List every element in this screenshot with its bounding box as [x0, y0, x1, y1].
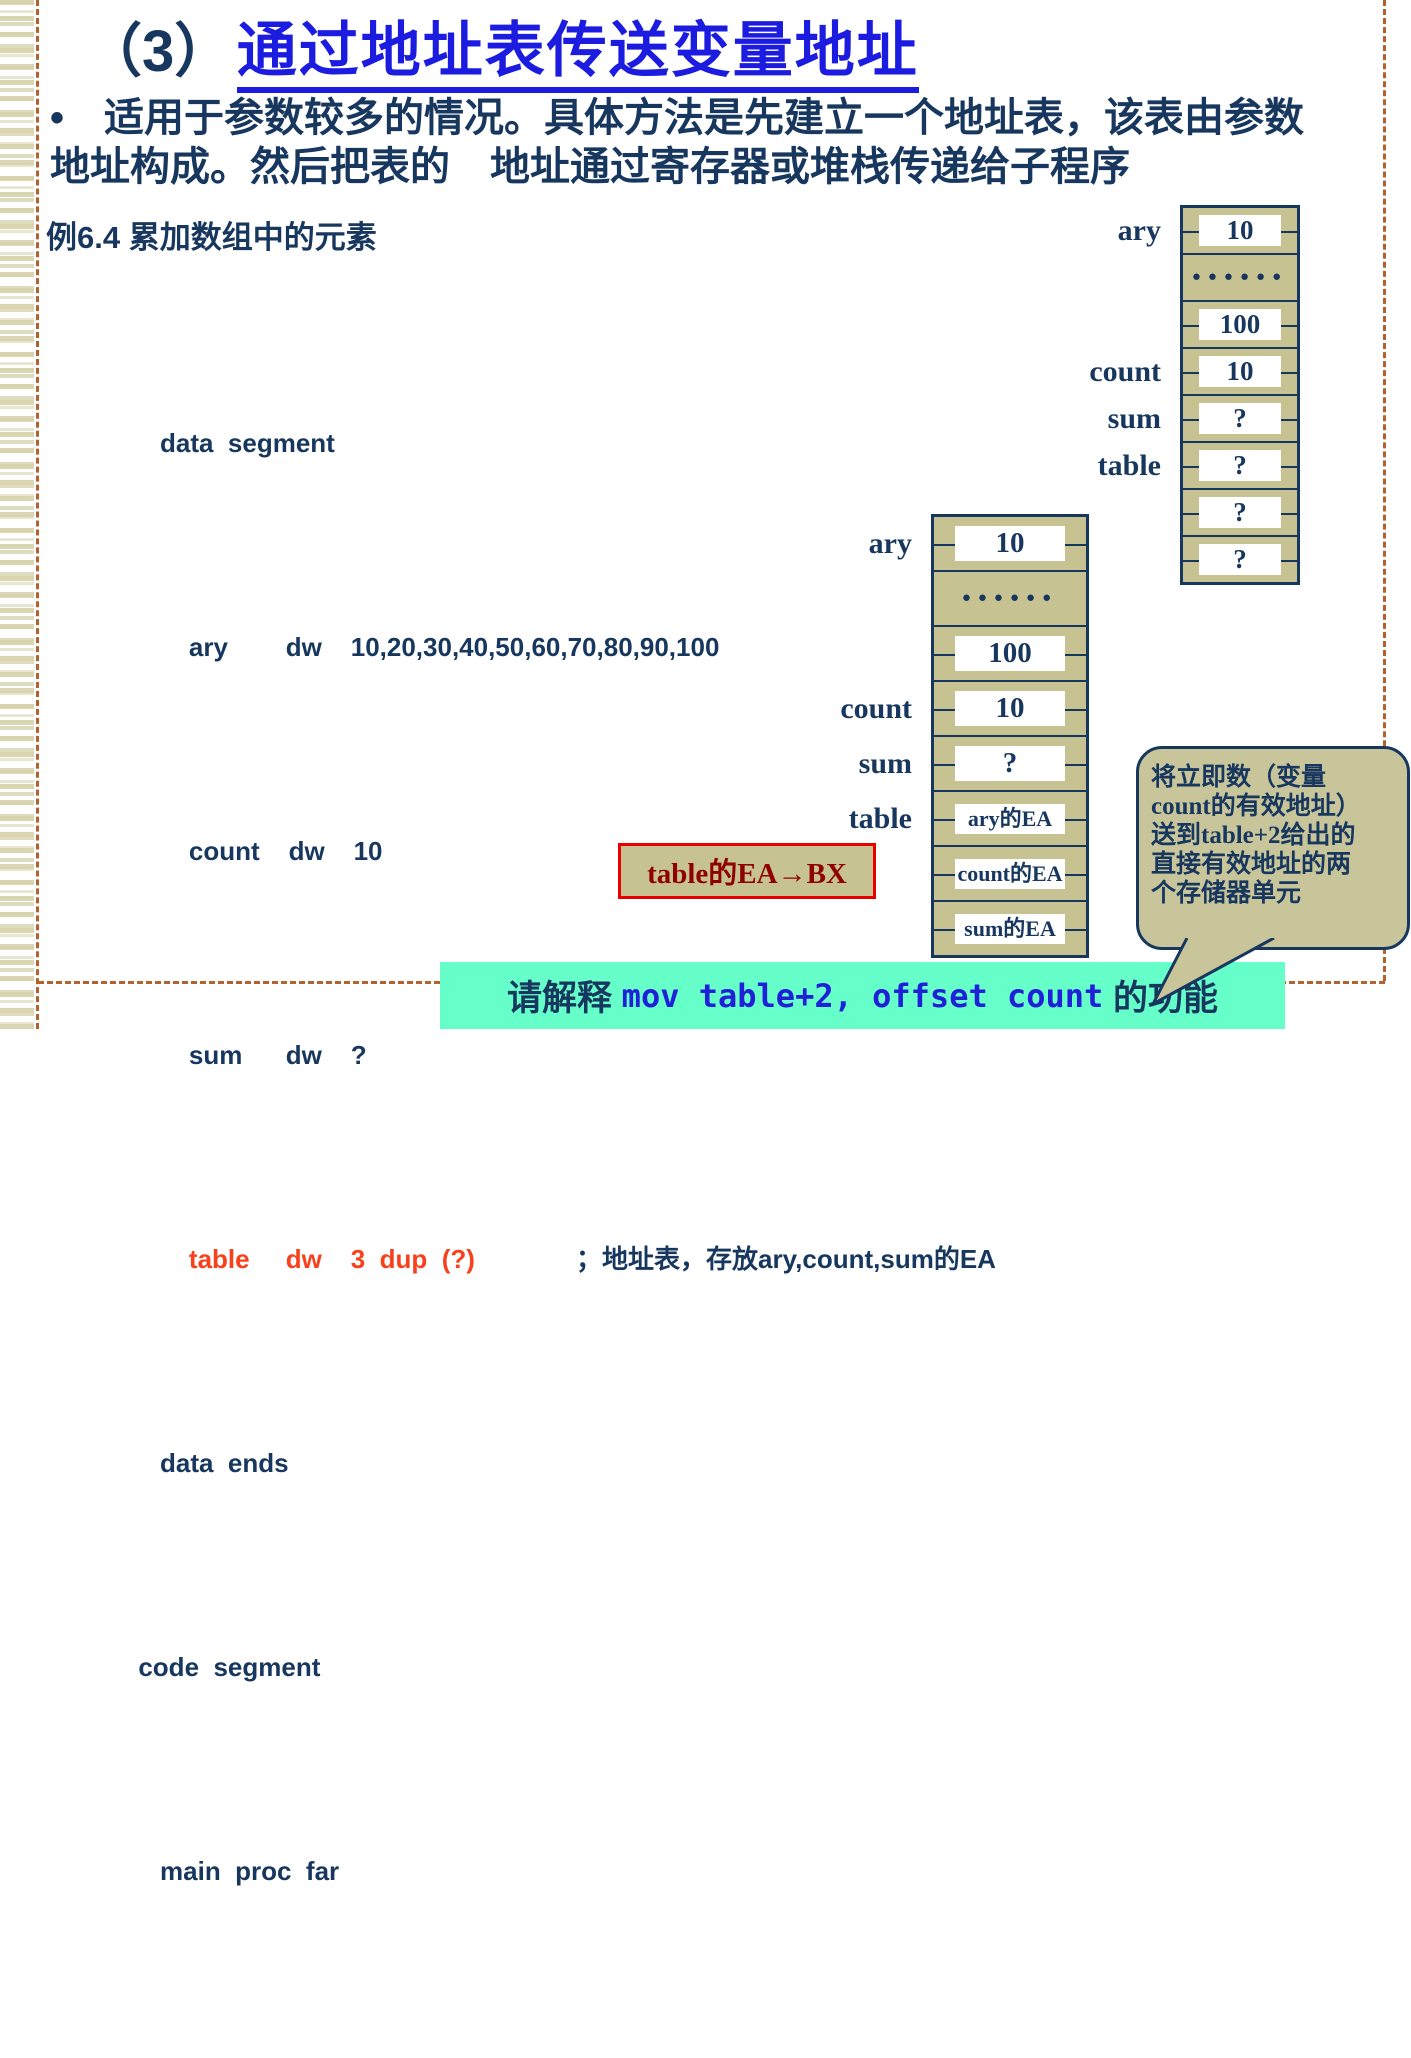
memory-cell-value: ?: [955, 746, 1065, 781]
memory-cell-value: 10: [955, 691, 1065, 726]
example-heading: 例6.4 累加数组中的元素: [46, 220, 377, 255]
memory-cell-value: ?: [1198, 403, 1282, 434]
memory-row: ?: [1183, 535, 1297, 582]
memory-cell-value: sum的EA: [955, 913, 1065, 944]
memory-row-label: table: [1097, 448, 1161, 482]
memory-cell-value: ?: [1198, 544, 1282, 575]
memory-row-label: table: [848, 801, 912, 835]
bullet-paragraph: • 适用于参数较多的情况。具体方法是先建立一个地址表，该表由参数 地址构成。然后…: [50, 94, 1395, 192]
code-segment: ary dw 10,20,30,40,50,60,70,80,90,100: [138, 632, 720, 662]
memory-row: table ?: [1098, 441, 1297, 488]
code-line: data ends: [95, 1412, 996, 1514]
code-line: table dw 3 dup (?) ；地址表，存放ary,count,sum的…: [95, 1208, 996, 1310]
memory-row: ●●●●●●: [1183, 253, 1297, 300]
code-line: main proc far: [95, 1820, 996, 1922]
memory-row-label: ary: [868, 526, 912, 560]
memory-row-label: count: [840, 691, 912, 725]
memory-row-label: ary: [1117, 213, 1161, 247]
code-segment: count dw 10: [138, 836, 383, 866]
memory-row: ary 10: [869, 517, 1086, 570]
paragraph-line: • 适用于参数较多的情况。具体方法是先建立一个地址表，该表由参数: [50, 96, 1305, 140]
memory-cell-value: ●●●●●●: [1191, 269, 1289, 285]
memory-row-label: sum: [1107, 401, 1161, 435]
code-segment: sum dw ?: [138, 1040, 367, 1070]
code-line: code segment: [95, 1616, 996, 1718]
question-prefix: 请解释: [506, 979, 622, 1018]
slide-border-left: [36, 0, 39, 1029]
memory-cell-value: 100: [1198, 309, 1282, 340]
memory-row: 100: [934, 625, 1086, 680]
memory-row: table ary的EA: [849, 790, 1086, 845]
code-line: assume cs:code, ds:data: [95, 2024, 996, 2058]
slide-border-right: [1383, 0, 1386, 981]
memory-cell-value: 10: [1198, 356, 1282, 387]
code-line: ary dw 10,20,30,40,50,60,70,80,90,100: [95, 596, 996, 698]
paragraph-line: 地址构成。然后把表的 地址通过寄存器或堆栈传递给子程序: [50, 145, 1130, 189]
code-segment: data segment: [138, 428, 335, 458]
memory-cell-value: ●●●●●●: [961, 590, 1059, 606]
memory-row: ary 10: [1118, 208, 1297, 253]
memory-row: sum ?: [1108, 394, 1297, 441]
title-number: （3）: [84, 19, 233, 84]
code-line: count dw 10: [95, 800, 996, 902]
memory-row: count的EA: [934, 845, 1086, 900]
code-line: data segment: [95, 392, 996, 494]
code-block: data segment ary dw 10,20,30,40,50,60,70…: [95, 256, 996, 2058]
memory-row: sum的EA: [934, 900, 1086, 955]
memory-cell-value: ?: [1198, 450, 1282, 481]
memory-row: count 10: [840, 680, 1086, 735]
code-segment: data ends: [138, 1448, 289, 1478]
memory-diagram-top: ary 10 ●●●●●● 100 count 10 sum ? table: [1089, 205, 1300, 585]
memory-row: count 10: [1089, 347, 1297, 394]
code-segment: main proc far: [138, 1856, 340, 1886]
left-stripe-decoration: [0, 0, 34, 1029]
memory-cell-value: 10: [1198, 215, 1282, 246]
callout-bubble: 将立即数（变量 count的有效地址） 送到table+2给出的 直接有效地址的…: [1136, 746, 1410, 950]
memory-cell-value: ?: [1198, 497, 1282, 528]
memory-row: sum ?: [859, 735, 1086, 790]
memory-cell-value: 100: [955, 636, 1065, 671]
callout-tail-icon: [1151, 938, 1275, 1006]
page-title: （3） 通过地址表传送变量地址: [84, 2, 919, 93]
code-segment: ；地址表，存放ary,count,sum的EA: [474, 1244, 996, 1274]
memory-row: ?: [1183, 488, 1297, 535]
memory-row-label: sum: [858, 746, 912, 780]
bottom-question-bar: 请解释 mov table+2, offset count 的功能: [440, 962, 1285, 1029]
table-ea-to-bx-box: table的EA→BX: [618, 843, 876, 899]
code-segment: code segment: [138, 1652, 321, 1682]
code-segment: table dw 3 dup (?): [138, 1244, 475, 1274]
memory-row: 100: [1183, 300, 1297, 347]
title-text: 通过地址表传送变量地址: [236, 17, 919, 93]
memory-cell-value: count的EA: [955, 858, 1065, 889]
memory-row-label: count: [1089, 354, 1161, 388]
memory-row: ●●●●●●: [934, 570, 1086, 625]
question-code: mov table+2, offset count: [621, 976, 1104, 1015]
memory-cell-value: ary的EA: [955, 803, 1065, 834]
memory-cell-value: 10: [955, 526, 1065, 561]
memory-diagram-middle: ary 10 ●●●●●● 100 count 10 sum ? table: [840, 514, 1089, 958]
